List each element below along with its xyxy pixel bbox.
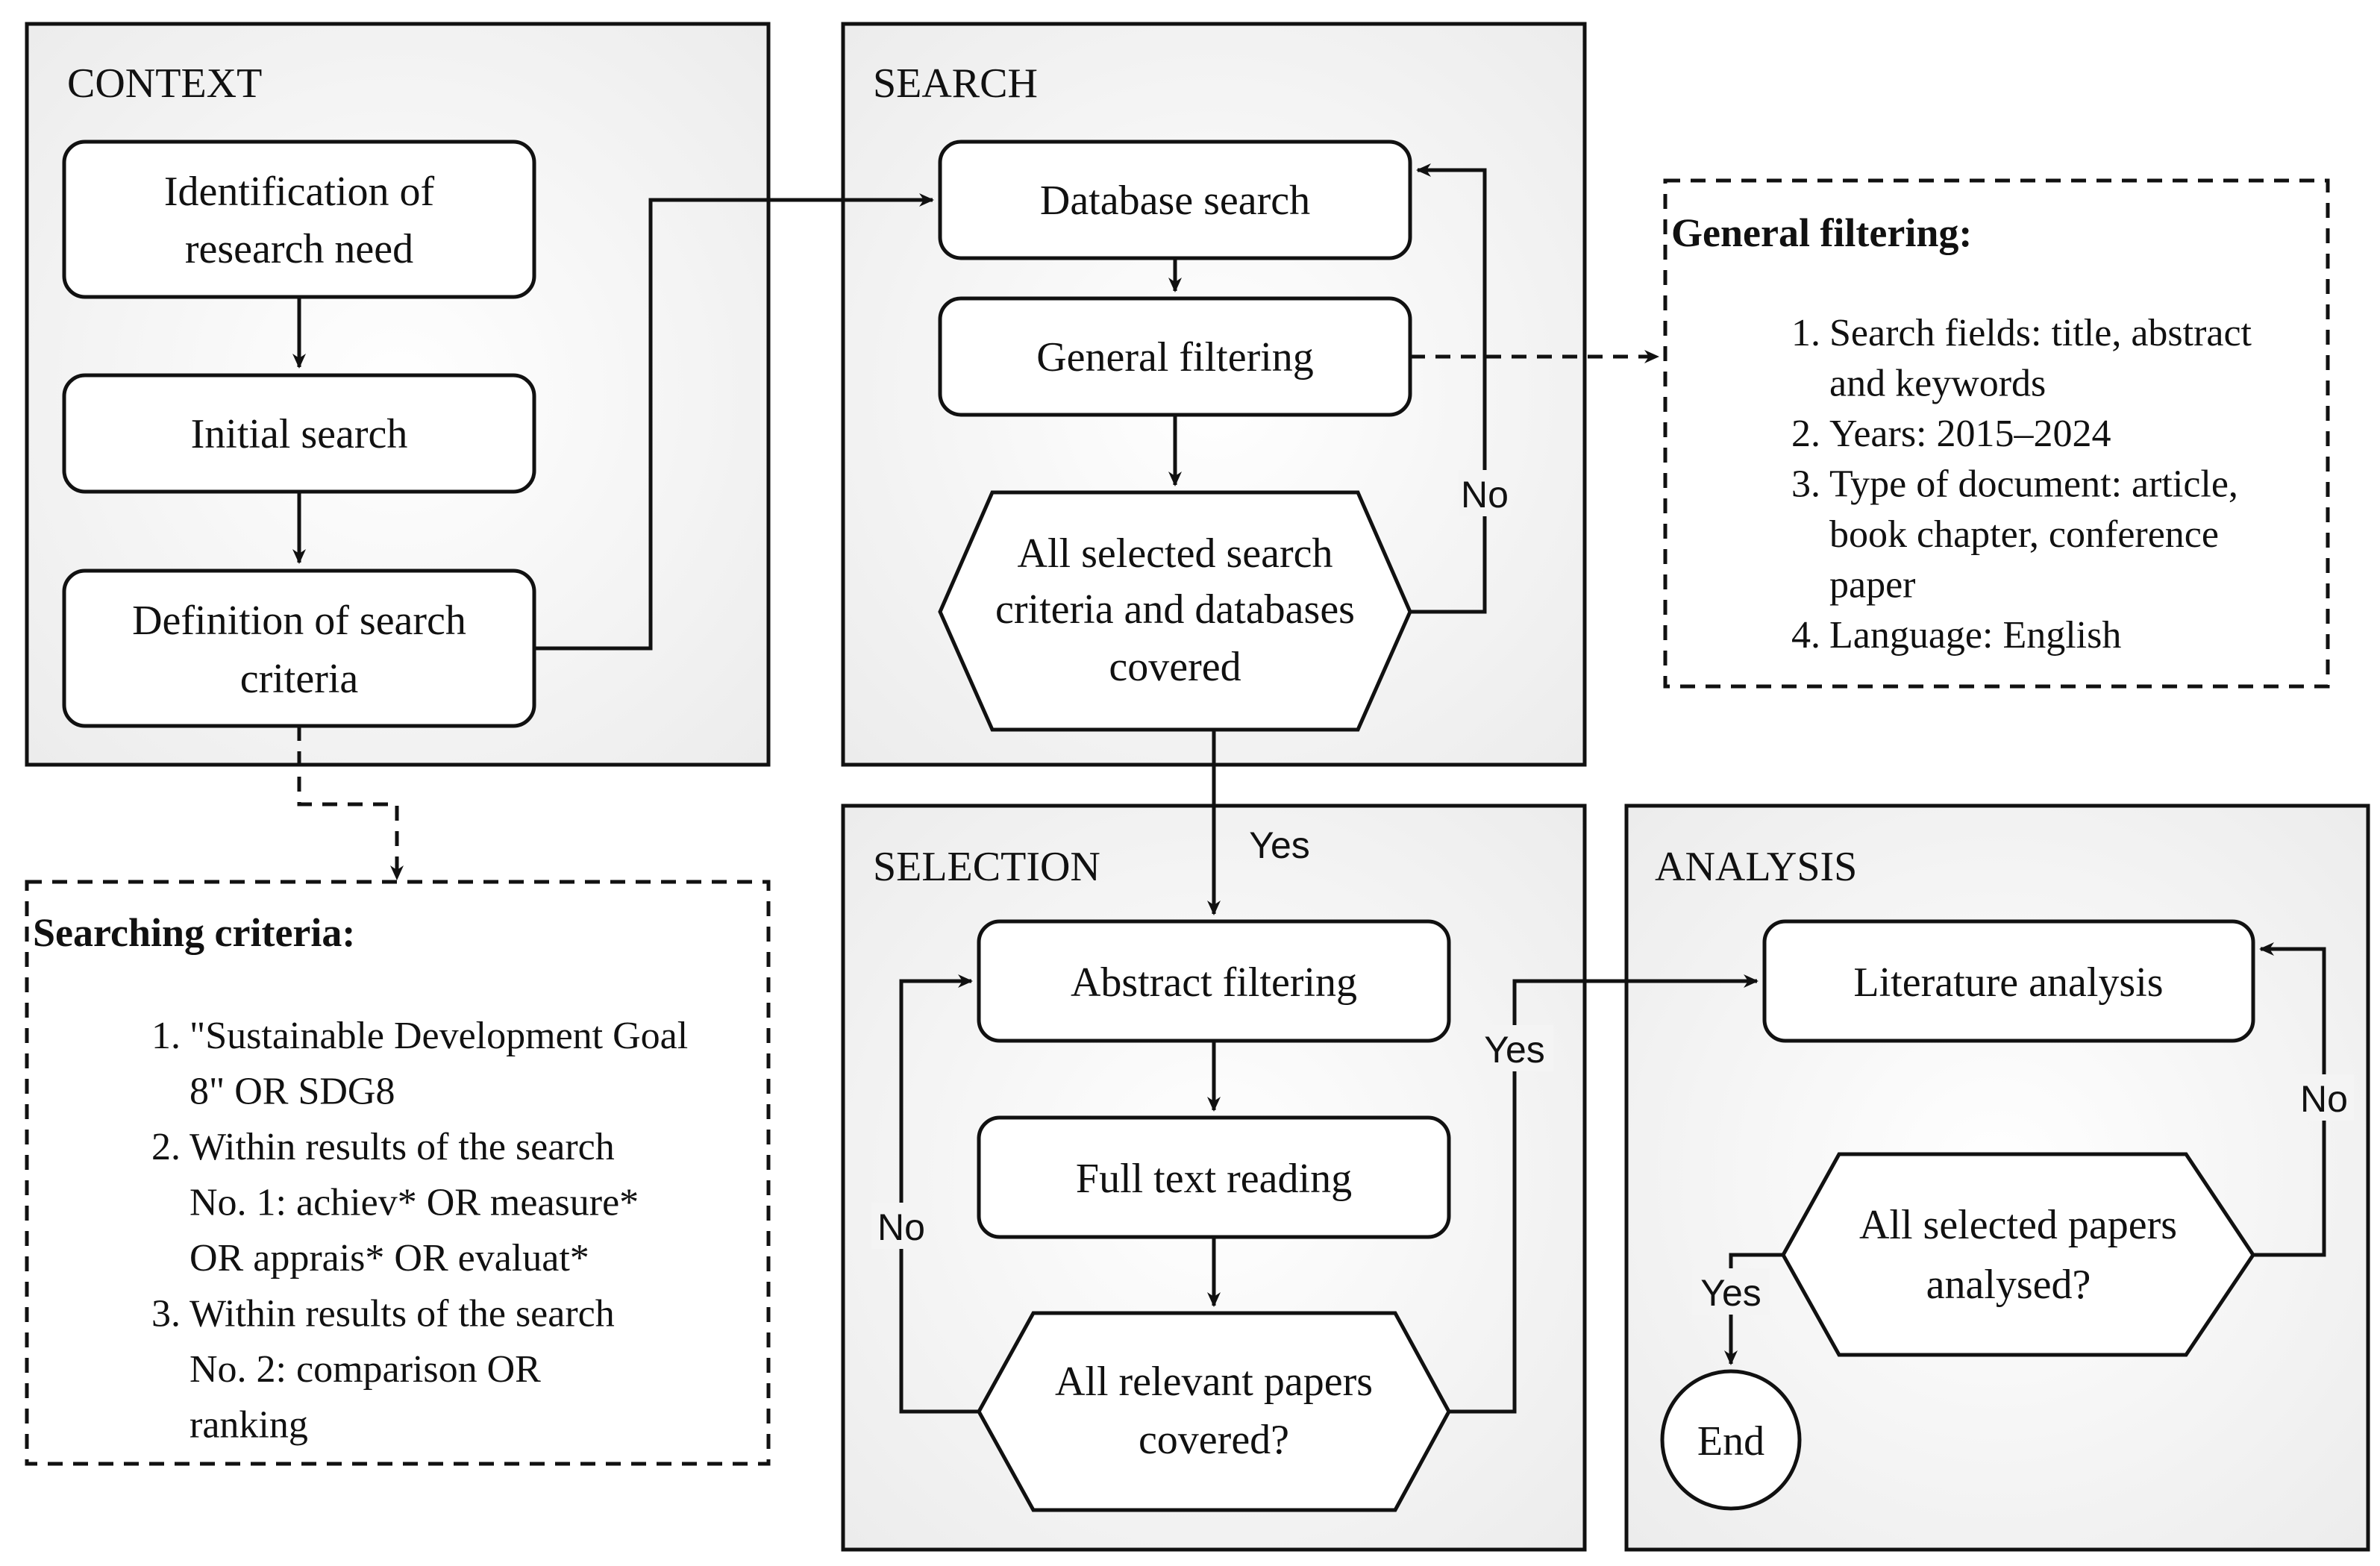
note-searching-criteria-list: 1."Sustainable Development Goal 8" OR SDG… — [151, 1015, 688, 1447]
general-filtering-item-text: and keywords — [1829, 363, 2046, 405]
decision-all-criteria-line2: criteria and databases — [995, 586, 1355, 633]
decision-all-criteria-line3: covered — [1109, 644, 1241, 690]
node-initial-search: Initial search — [62, 373, 536, 494]
node-identification-line2: research need — [185, 226, 413, 272]
label-search-yes: Yes — [1249, 824, 1310, 866]
general-filtering-item-text: Language: English — [1829, 614, 2121, 657]
edge-selection-no-loop — [899, 974, 979, 1414]
general-filtering-item-text: paper — [1829, 564, 1915, 607]
terminal-end-label: End — [1697, 1418, 1764, 1465]
node-database-search: Database search — [938, 140, 1412, 260]
node-literature-analysis: Literature analysis — [1762, 919, 2255, 1043]
label-analysis-yes: Yes — [1700, 1272, 1761, 1314]
general-filtering-item-text: book chapter, conference — [1829, 513, 2219, 556]
label-bg-selection-no — [871, 1203, 931, 1249]
searching-criteria-item-text: ranking — [190, 1404, 308, 1447]
note-searching-criteria: Searching criteria: 1."Sustainable Devel… — [25, 880, 771, 1466]
node-general-filtering-label: General filtering — [1036, 334, 1314, 380]
decision-all-analysed-line2: analysed? — [1926, 1262, 2091, 1308]
general-filtering-item-text: Search fields: title, abstract — [1829, 312, 2252, 354]
note-general-filtering-title: General filtering: — [1671, 210, 1972, 255]
node-identification-line1: Identification of — [164, 169, 435, 215]
label-selection-no: No — [877, 1206, 925, 1248]
label-analysis-no: No — [2300, 1078, 2348, 1120]
panel-title-context: CONTEXT — [67, 60, 262, 107]
general-filtering-item-text: Type of document: article, — [1829, 463, 2238, 506]
node-definition-line1: Definition of search — [132, 598, 466, 644]
searching-criteria-item-number: 3. — [151, 1293, 181, 1335]
node-full-text-reading-label: Full text reading — [1076, 1156, 1352, 1202]
edge-analysis-yes-to-end — [1724, 1253, 1783, 1365]
note-general-filtering: General filtering: 1.Search fields: titl… — [1663, 178, 2330, 689]
general-filtering-item-number: 3. — [1791, 463, 1820, 506]
searching-criteria-item-text: No. 1: achiev* OR measure* — [190, 1182, 639, 1224]
searching-criteria-item-text: No. 2: comparison OR — [190, 1348, 541, 1391]
node-abstract-filtering: Abstract filtering — [977, 919, 1451, 1043]
node-identification: Identification of research need — [62, 140, 536, 299]
node-general-filtering: General filtering — [938, 296, 1412, 417]
label-selection-yes: Yes — [1484, 1029, 1545, 1071]
searching-criteria-item-number: 2. — [151, 1126, 181, 1168]
node-definition: Definition of search criteria — [62, 569, 536, 728]
note-general-filtering-list: 1.Search fields: title, abstract and keyw… — [1791, 312, 2252, 657]
searching-criteria-item-number: 1. — [151, 1015, 181, 1057]
node-database-search-label: Database search — [1040, 178, 1310, 224]
general-filtering-item-number: 2. — [1791, 413, 1820, 455]
edge-search-no-loop — [1410, 163, 1487, 614]
node-initial-search-label: Initial search — [191, 411, 408, 457]
label-bg-analysis-yes — [1692, 1268, 1770, 1315]
label-bg-analysis-no — [2294, 1074, 2354, 1121]
decision-all-papers-line2: covered? — [1139, 1417, 1289, 1463]
edge-definition-to-database — [534, 193, 934, 651]
panel-title-selection: SELECTION — [873, 844, 1100, 890]
searching-criteria-item-text: Within results of the search — [190, 1126, 615, 1168]
panel-title-search: SEARCH — [873, 60, 1038, 107]
label-bg-search-no — [1459, 470, 1511, 516]
node-full-text-reading: Full text reading — [977, 1115, 1451, 1239]
label-search-no: No — [1461, 474, 1509, 516]
general-filtering-item-number: 1. — [1791, 312, 1820, 354]
decision-all-analysed: All selected papers analysed? — [1781, 1152, 2256, 1357]
searching-criteria-item-text: OR apprais* OR evaluat* — [190, 1237, 589, 1280]
general-filtering-item-number: 4. — [1791, 614, 1820, 657]
general-filtering-item-text: Years: 2015–2024 — [1829, 413, 2111, 455]
decision-all-criteria-line1: All selected search — [1018, 530, 1333, 577]
decision-all-papers-covered: All relevant papers covered? — [977, 1311, 1451, 1512]
searching-criteria-item-text: Within results of the search — [190, 1293, 615, 1335]
searching-criteria-item-text: "Sustainable Development Goal — [190, 1015, 688, 1057]
panel-title-analysis: ANALYSIS — [1655, 844, 1857, 890]
searching-criteria-item-text: 8" OR SDG8 — [190, 1071, 395, 1113]
terminal-end: End — [1660, 1369, 1802, 1511]
note-searching-criteria-title: Searching criteria: — [33, 910, 355, 955]
edge-selection-yes-to-analysis — [1449, 974, 1759, 1414]
decision-all-papers-line1: All relevant papers — [1055, 1359, 1373, 1405]
decision-all-analysed-line1: All selected papers — [1859, 1202, 2177, 1248]
label-bg-selection-yes — [1476, 1025, 1553, 1071]
node-literature-analysis-label: Literature analysis — [1853, 959, 2163, 1006]
node-abstract-filtering-label: Abstract filtering — [1071, 959, 1357, 1006]
decision-all-criteria-covered: All selected search criteria and databas… — [938, 490, 1412, 732]
node-definition-line2: criteria — [240, 656, 359, 702]
edge-dashed-to-criteria-note — [297, 726, 404, 880]
